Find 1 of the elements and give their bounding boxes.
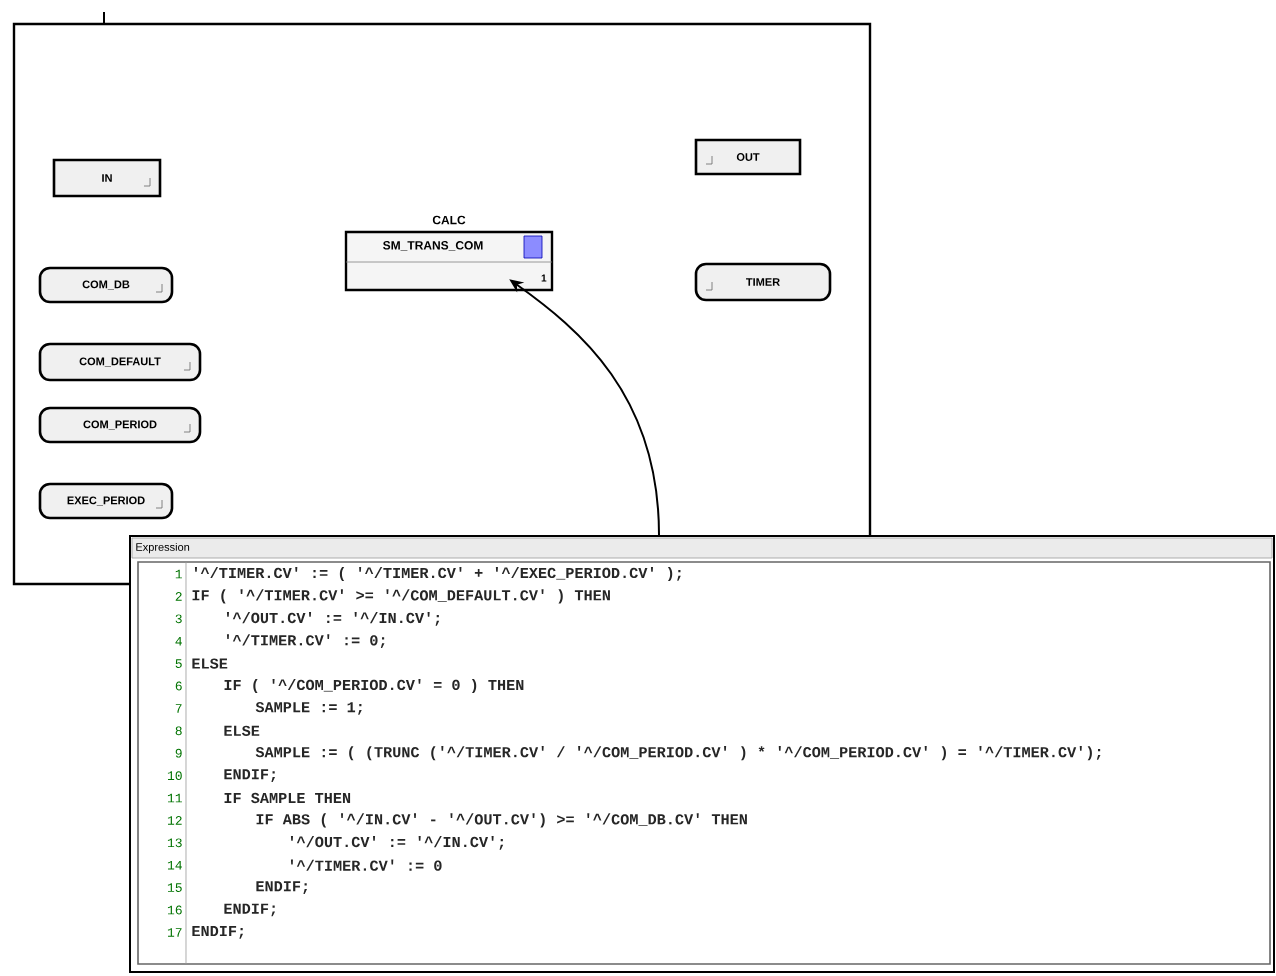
- function-block: [344, 230, 554, 292]
